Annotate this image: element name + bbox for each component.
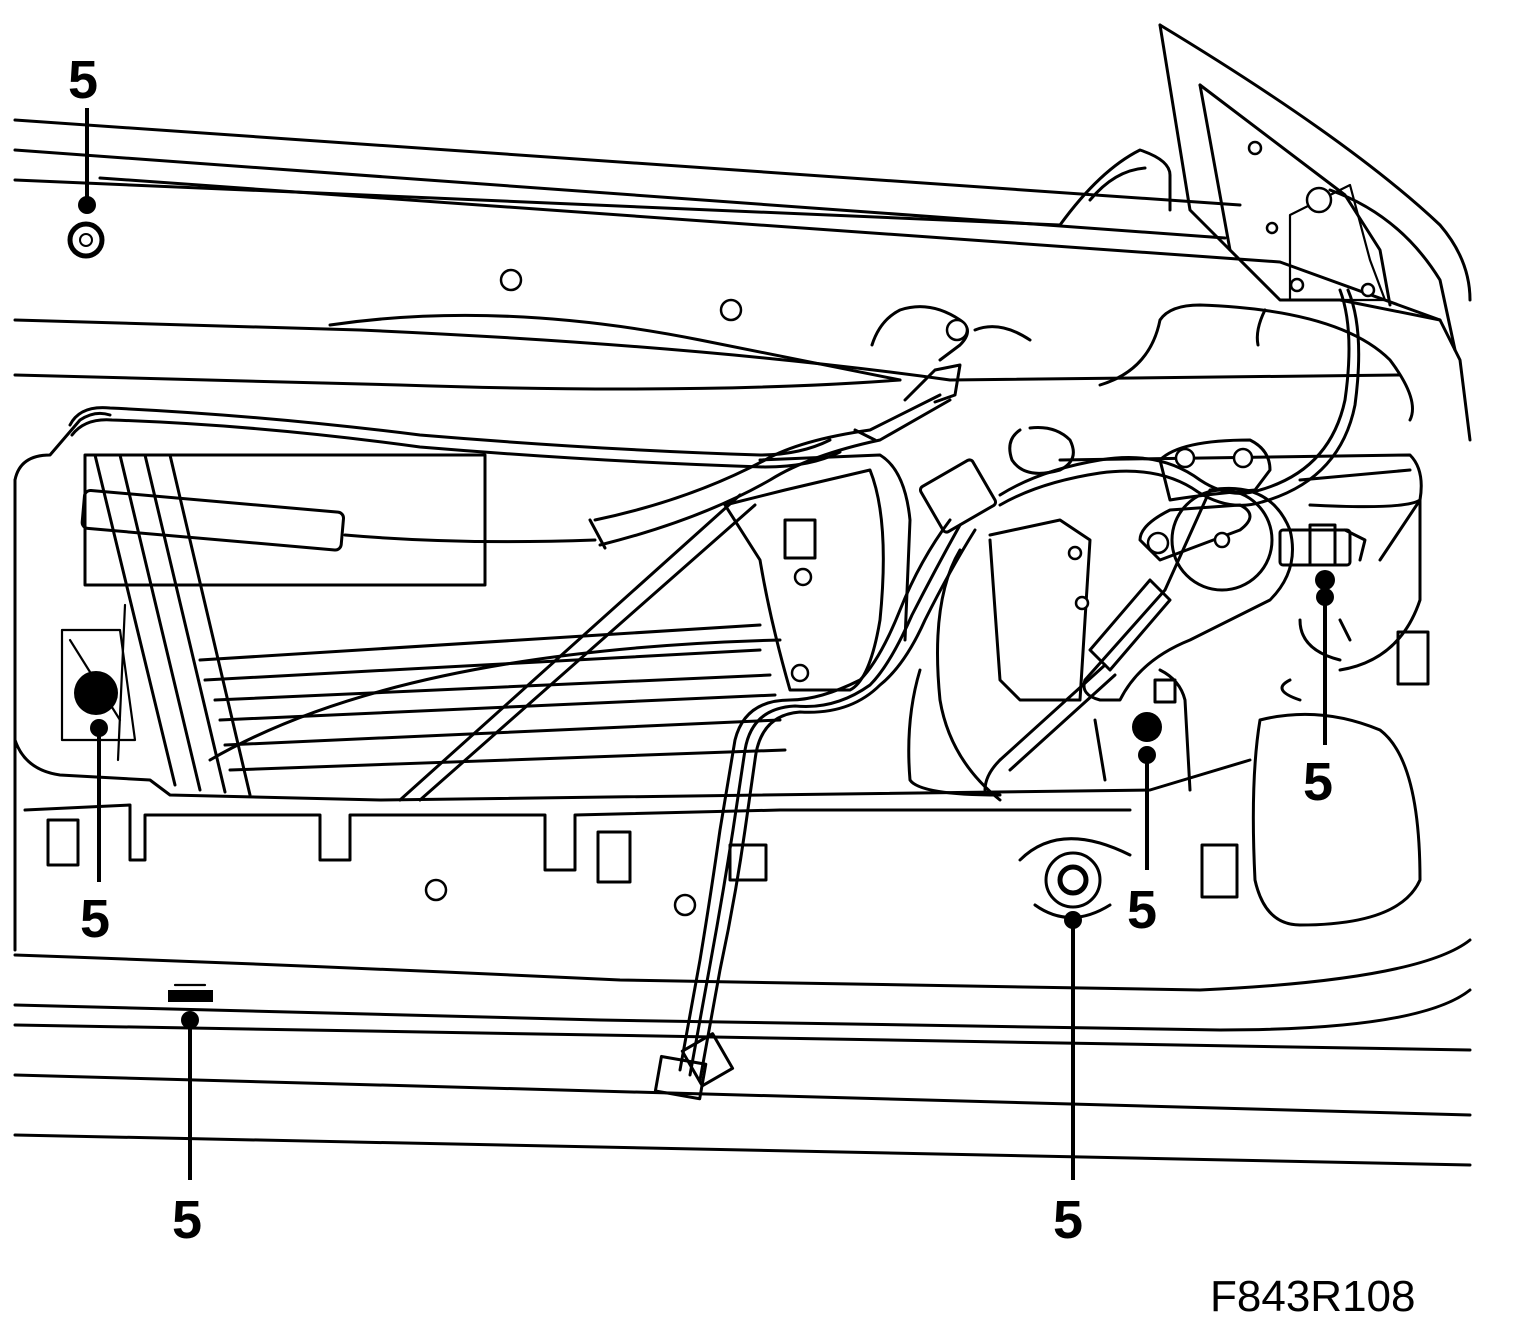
callout-label-right: 5 — [1303, 752, 1333, 812]
fastener-center-right — [1132, 712, 1162, 742]
fastener-top-left — [67, 221, 105, 259]
lock-motor-assembly — [907, 438, 1423, 927]
figure-code: F843R108 — [1210, 1272, 1415, 1321]
callout-label-left-middle: 5 — [80, 889, 110, 949]
fastener-bottom-center — [1018, 837, 1132, 919]
cables-and-harness — [68, 288, 1361, 1101]
fasteners — [60, 221, 1335, 1002]
mounting-holes — [424, 140, 1376, 917]
callout-label-top-left: 5 — [68, 50, 98, 110]
callout-labels: 5 5 5 5 5 5 — [68, 50, 1333, 1250]
callout-label-bottom-left: 5 — [172, 1190, 202, 1250]
callout-leaders — [78, 108, 1334, 1180]
door-frame-lines — [13, 23, 1472, 1167]
fastener-right — [1315, 570, 1335, 590]
fastener-left-middle — [60, 603, 137, 762]
window-regulator — [83, 453, 912, 802]
fastener-bottom-left — [168, 983, 213, 1002]
callout-label-bottom-center: 5 — [1053, 1190, 1083, 1250]
callout-label-center-right: 5 — [1127, 880, 1157, 940]
